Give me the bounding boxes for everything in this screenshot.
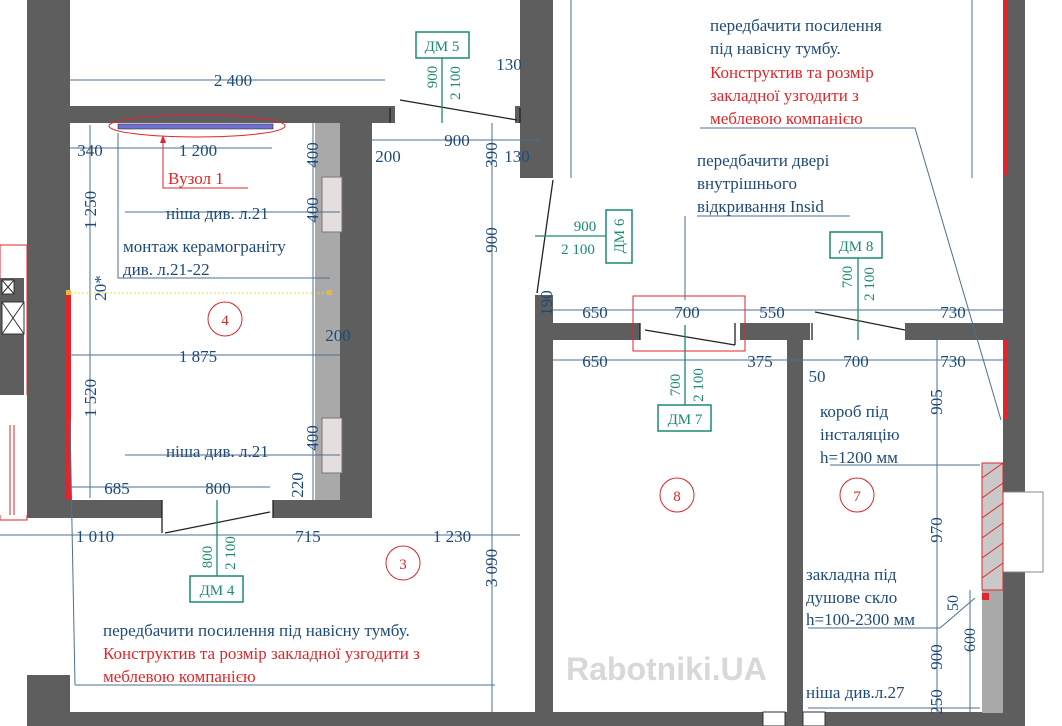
- dim-label: 375: [747, 352, 773, 371]
- dim-label: 685: [104, 479, 130, 498]
- dim-label: 400: [303, 142, 322, 168]
- dim-label: 650: [582, 303, 608, 322]
- box-note: h=1200 мм: [820, 448, 898, 467]
- door-width: 900: [425, 66, 441, 89]
- dim-label: 1 200: [179, 141, 217, 160]
- dim-label: 200: [375, 147, 401, 166]
- dim-label: 900: [444, 131, 470, 150]
- dim-label: 50: [945, 595, 962, 611]
- dim-label: 730: [940, 303, 966, 322]
- door-height: 2 100: [691, 368, 707, 402]
- annotations: Вузол 1 ніша див. л.21 монтаж керамогран…: [103, 16, 915, 702]
- dim-label: 190: [537, 290, 556, 316]
- walls: [27, 0, 1044, 726]
- dim-label: 1 520: [81, 379, 100, 417]
- dim-label: 900: [927, 644, 946, 670]
- dim-label: 250: [927, 689, 946, 715]
- dim-label: 400: [303, 425, 322, 451]
- door-marker-label: ДМ 7: [668, 412, 703, 428]
- dim-label: 200: [325, 326, 351, 345]
- dim-label: 1 250: [81, 191, 100, 229]
- cabinet-note-red: Конструктив та розмір: [710, 63, 874, 82]
- door-note: передбачити двері: [697, 151, 830, 170]
- niche-note: ніша див. л.21: [166, 442, 269, 461]
- vuzol-label: Вузол 1: [168, 169, 224, 188]
- door-height: 2 100: [448, 66, 464, 100]
- room-number: 8: [673, 489, 681, 505]
- tile-note-ref: див. л.21-22: [123, 260, 210, 279]
- door-width: 700: [840, 266, 856, 289]
- glass-note: душове скло: [806, 588, 897, 607]
- room-number: 4: [221, 313, 229, 329]
- left-exterior: [0, 244, 67, 521]
- dim-label: 700: [674, 303, 700, 322]
- niche-27-note: ніша див.л.27: [806, 683, 905, 702]
- dim-label: 1 010: [76, 527, 114, 546]
- cabinet-note: передбачити посилення: [710, 16, 882, 35]
- door-marker-dm7: ДМ 7 700 2 100: [632, 295, 746, 432]
- dim-label: 130: [496, 55, 522, 74]
- door-marker-dm6: ДМ 6 900 2 100: [535, 209, 633, 264]
- tile-note: монтаж керамограніту: [123, 237, 286, 256]
- dim-label: 1 875: [179, 347, 217, 366]
- dimension-labels: 2 400 130 340 1 200 200 900 130 1 875 20…: [76, 55, 979, 715]
- dimension-lines: [0, 0, 1003, 712]
- dim-label: 340: [77, 141, 103, 160]
- dim-label: 715: [295, 527, 321, 546]
- dim-label: 650: [582, 352, 608, 371]
- dim-label: 400: [303, 197, 322, 223]
- dim-label: 20*: [91, 275, 110, 301]
- door-height: 2 100: [561, 242, 595, 258]
- door-note: відкривання Insid: [697, 197, 824, 216]
- room-number: 3: [399, 557, 407, 573]
- door-marker-label: ДМ 8: [839, 239, 874, 255]
- room-numbers: 4 3 8 7: [207, 301, 875, 581]
- box-note: інсталяцію: [820, 425, 900, 444]
- dim-label: 2 400: [214, 71, 252, 90]
- niche-note: ніша див. л.21: [166, 204, 269, 223]
- bottom-note: передбачити посилення під навісну тумбу.: [103, 621, 410, 640]
- door-width: 900: [574, 219, 597, 235]
- door-width: 800: [200, 546, 216, 569]
- door-marker-label: ДМ 5: [425, 39, 460, 55]
- glass-note: h=100-2300 мм: [806, 610, 915, 629]
- dim-label: 970: [927, 517, 946, 543]
- cabinet-note: під навісну тумбу.: [710, 39, 841, 58]
- dim-label: 220: [288, 472, 307, 498]
- dim-label: 1 230: [433, 527, 471, 546]
- dim-label: 130: [504, 147, 530, 166]
- bottom-note-red: меблевою компанією: [103, 667, 256, 686]
- door-marker-dm4: ДМ 4 800 2 100: [189, 500, 244, 603]
- door-note: внутрішнього: [697, 174, 797, 193]
- door-marker-dm8: ДМ 8 700 2 100: [829, 231, 883, 340]
- dim-label: 390: [482, 142, 501, 168]
- door-width: 700: [668, 374, 684, 397]
- room-number: 7: [853, 489, 861, 505]
- cabinet-note-red: закладної узгодити з: [710, 86, 859, 105]
- bottom-note-red: Конструктив та розмір закладної узгодити…: [103, 644, 420, 663]
- dim-label: 900: [482, 227, 501, 253]
- door-height: 2 100: [862, 267, 878, 301]
- dim-label: 50: [809, 367, 826, 386]
- door-marker-dm5: ДМ 5 900 2 100: [415, 31, 470, 123]
- watermark: Rabotniki.UA: [566, 651, 767, 687]
- box-note: короб під: [820, 402, 889, 421]
- dim-label: 600: [962, 628, 979, 652]
- door-height: 2 100: [223, 536, 239, 570]
- dim-label: 800: [205, 479, 231, 498]
- door-marker-label: ДМ 6: [612, 218, 628, 253]
- cabinet-note-red: меблевою компанією: [710, 109, 863, 128]
- dim-label: 550: [759, 303, 785, 322]
- dim-label: 700: [843, 352, 869, 371]
- dim-label: 730: [940, 352, 966, 371]
- glass-note: закладна під: [806, 565, 897, 584]
- door-marker-label: ДМ 4: [200, 583, 235, 599]
- dim-label: 905: [927, 389, 946, 415]
- dim-label: 3 090: [482, 549, 501, 587]
